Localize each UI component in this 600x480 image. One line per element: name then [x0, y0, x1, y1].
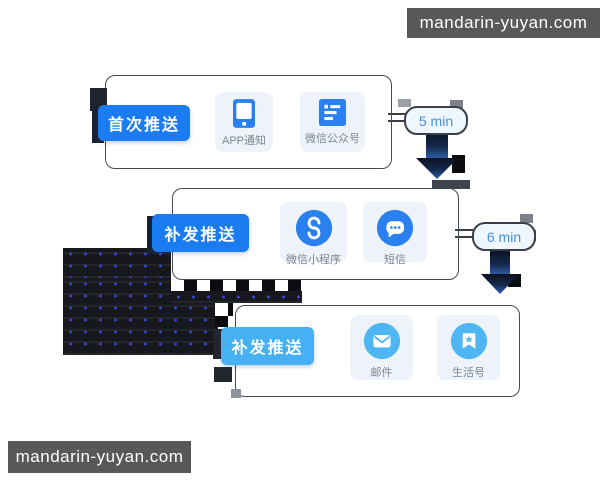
glitch-fragment-pill2-a: [520, 214, 533, 223]
step-label-first-push: 首次推送: [98, 105, 190, 141]
channel-label: 微信小程序: [286, 254, 341, 266]
watermark-bottom: mandarin-yuyan.com: [8, 441, 191, 473]
watermark-top: mandarin-yuyan.com: [407, 8, 600, 38]
channel-label: 短信: [384, 254, 406, 266]
glitch-dot-band: [171, 291, 302, 303]
step-label-text: 补发推送: [164, 227, 237, 244]
channel-label: 微信公众号: [305, 133, 360, 145]
down-arrow-2: [480, 250, 520, 295]
life-account-icon: [450, 322, 488, 360]
watermark-bottom-text: mandarin-yuyan.com: [15, 447, 184, 466]
channel-tile-miniprogram: 微信小程序: [280, 202, 347, 266]
article-icon: [319, 99, 346, 126]
mail-icon: [363, 322, 401, 360]
glitch-fragment-bottom: [214, 367, 232, 382]
step-label-resend-push-2: 补发推送: [221, 327, 314, 365]
glitch-fragment-card2-top: [432, 180, 470, 189]
glitch-checker-band: [171, 278, 307, 291]
delay-text: 6 min: [486, 228, 522, 245]
connector-line-1: [388, 113, 406, 122]
channel-tile-sms: 短信: [363, 202, 427, 266]
delay-pill-6min: 6 min: [472, 222, 536, 251]
glitch-fragment-pill1-a: [398, 99, 411, 107]
channel-tile-wechat-official: 微信公众号: [300, 92, 365, 152]
channel-tile-life-account: 生活号: [437, 315, 500, 380]
channel-label: 生活号: [452, 367, 485, 379]
down-arrow-1: [414, 130, 460, 180]
step-label-resend-push-1: 补发推送: [152, 214, 249, 252]
glitch-fragment-pill1-b: [450, 100, 463, 108]
sms-icon: [376, 209, 414, 247]
channel-label: 邮件: [370, 367, 393, 379]
watermark-top-text: mandarin-yuyan.com: [419, 13, 588, 32]
channel-tile-app-notice: APP通知: [215, 92, 273, 152]
glitch-fragment-corner: [231, 389, 241, 398]
phone-icon: [233, 99, 255, 128]
connector-line-2: [455, 229, 473, 238]
step-label-text: 首次推送: [107, 117, 180, 134]
delay-text: 5 min: [418, 112, 454, 129]
step-label-text: 补发推送: [231, 340, 304, 357]
miniprogram-icon: [295, 209, 333, 247]
delay-pill-5min: 5 min: [404, 106, 468, 135]
channel-tile-email: 邮件: [350, 315, 413, 380]
glitch-checker-column: [215, 303, 233, 327]
channel-label: APP通知: [221, 135, 266, 147]
